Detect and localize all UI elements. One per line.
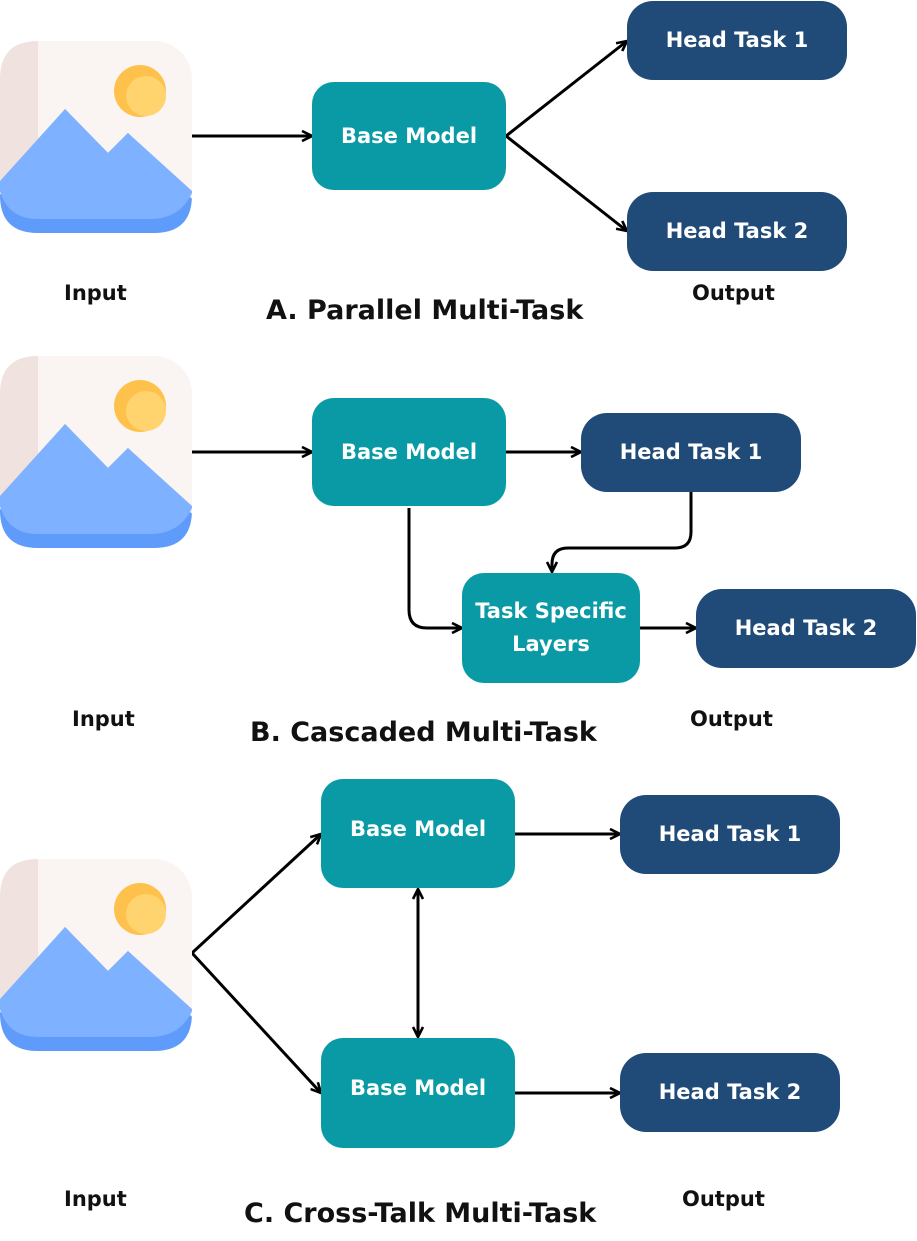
a-base-model-box: Base Model <box>312 82 506 190</box>
b-input-label: Input <box>72 707 135 731</box>
b-head-task-2-label: Head Task 2 <box>734 616 878 641</box>
b-head-task-1-box: Head Task 1 <box>581 413 801 492</box>
b-head-task-2-box: Head Task 2 <box>696 589 916 668</box>
c-head-task-2-box: Head Task 2 <box>620 1053 840 1132</box>
a-head-task-1-box: Head Task 1 <box>627 1 847 80</box>
image-icon <box>0 859 192 1051</box>
b-base-model-label: Base Model <box>340 439 478 464</box>
c-base-model-bottom-box: Base Model <box>321 1038 515 1148</box>
b-section-title: B. Cascaded Multi-Task <box>250 717 597 748</box>
c-head-task-1-label: Head Task 1 <box>658 822 802 847</box>
b-head-task-1-label: Head Task 1 <box>619 440 763 465</box>
c-base-model-top-box: Base Model <box>321 779 515 888</box>
c-section-title: C. Cross-Talk Multi-Task <box>244 1198 597 1229</box>
arrow-a-base-to-head2 <box>505 134 627 231</box>
a-head-task-2-label: Head Task 2 <box>665 219 809 244</box>
c-output-label: Output <box>682 1187 765 1211</box>
c-head-task-2-label: Head Task 2 <box>658 1080 802 1105</box>
a-output-label: Output <box>692 281 775 305</box>
a-input-label: Input <box>64 281 127 305</box>
a-section-title: A. Parallel Multi-Task <box>266 295 584 326</box>
c-base-model-bottom-label: Base Model <box>349 1076 487 1100</box>
c-input-label: Input <box>64 1187 127 1211</box>
arrow-b-base-to-task-specific <box>407 508 462 628</box>
arrow-c-input-to-base-bottom <box>190 951 321 1093</box>
a-head-task-2-box: Head Task 2 <box>627 192 847 271</box>
arrow-b-head1-to-task-specific <box>552 492 693 572</box>
image-icon <box>0 41 192 233</box>
image-icon <box>0 356 192 548</box>
b-base-model-box: Base Model <box>312 398 506 506</box>
a-head-task-1-label: Head Task 1 <box>665 28 809 53</box>
c-base-model-top-label: Base Model <box>349 817 487 841</box>
a-base-model-label: Base Model <box>340 123 478 148</box>
arrow-a-base-to-head1 <box>505 41 627 138</box>
arrow-c-input-to-base-top <box>190 834 321 955</box>
b-output-label: Output <box>690 707 773 731</box>
c-head-task-1-box: Head Task 1 <box>620 795 840 874</box>
